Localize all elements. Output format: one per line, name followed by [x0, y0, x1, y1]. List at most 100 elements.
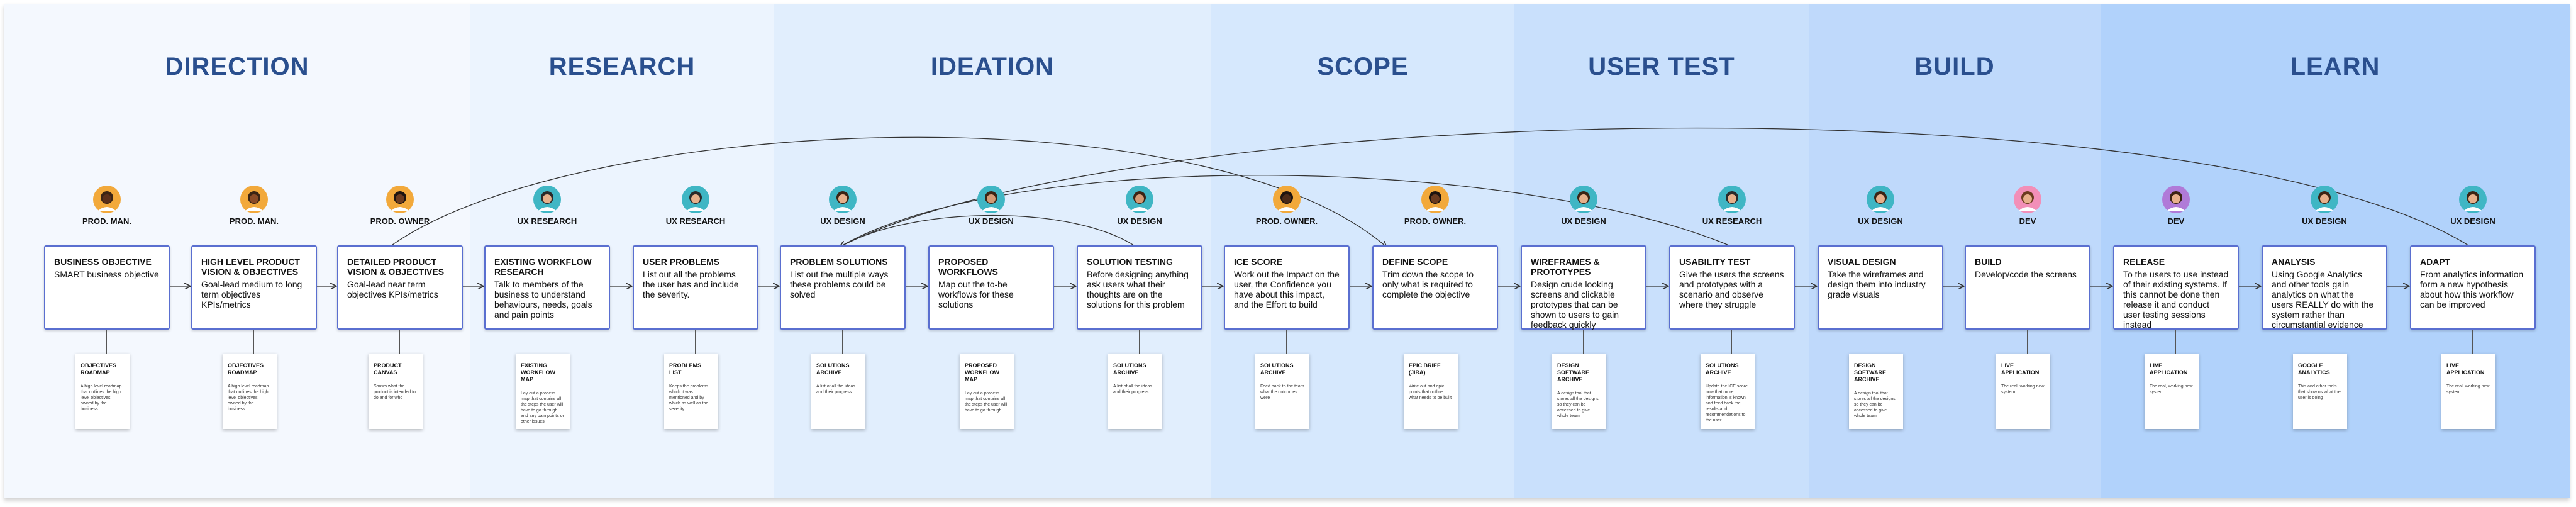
step-title: PROPOSED WORKFLOWS — [938, 257, 998, 277]
avatar-teal-woman-icon — [533, 186, 561, 213]
artifact-title: Product canvas — [374, 362, 402, 376]
role-label: UX DESIGN — [969, 216, 1014, 226]
step-card[interactable]: ANALYSIS Using Google Analytics and othe… — [2262, 245, 2387, 330]
artifact-connector — [399, 330, 400, 354]
artifact-connector — [1139, 330, 1140, 354]
artifact-connector — [2027, 330, 2028, 354]
avatar-orange-curly2-icon — [1273, 186, 1301, 213]
step-card[interactable]: DEFINE SCOPE Trim down the scope to only… — [1372, 245, 1498, 330]
role-label: UX DESIGN — [2302, 216, 2347, 226]
artifact-card[interactable]: LIVE APPLICATION The real, working new s… — [2441, 354, 2496, 429]
step-title: DETAILED PRODUCT VISION & OBJECTIVES — [347, 257, 445, 277]
step-description: Using Google Analytics and other tools g… — [2272, 269, 2374, 330]
artifact-card[interactable]: Objectives Roadmap A high level roadmap … — [75, 354, 130, 429]
artifact-card[interactable]: PROPOSED WORKFLOW MAP Lay out a process … — [960, 354, 1014, 429]
artifact-description: Feed back to the team what the outcomes … — [1260, 384, 1304, 400]
artifact-title: LIVE APPLICATION — [2001, 362, 2040, 376]
artifact-title: Objectives Roadmap — [80, 362, 117, 376]
artifact-title: SOLUTIONS ARCHIVE — [1260, 362, 1294, 376]
step-description: Map out the to-be workflows for these so… — [938, 279, 1014, 309]
step-card[interactable]: EXISTING WORKFLOW RESEARCH Talk to membe… — [484, 245, 610, 330]
role-label: UX DESIGN — [1858, 216, 1903, 226]
step-title: ANALYSIS — [2272, 257, 2316, 267]
step-column-12: UX RESEARCH USABILITY TEST Give the user… — [1669, 4, 1795, 498]
step-description: SMART business objective — [54, 269, 159, 279]
step-title: USABILITY TEST — [1679, 257, 1751, 267]
step-column-5: UX RESEARCH USER PROBLEMS List out all t… — [633, 4, 758, 498]
step-description: Work out the Impact on the user, the Con… — [1234, 269, 1340, 309]
step-column-6: UX DESIGN PROBLEM SOLUTIONS List out the… — [780, 4, 906, 498]
step-card[interactable]: VISUAL DESIGN Take the wireframes and de… — [1818, 245, 1943, 330]
role-label: PROD. MAN. — [230, 216, 279, 226]
step-title: ADAPT — [2420, 257, 2451, 267]
artifact-card[interactable]: LIVE APPLICATION The real, working new s… — [1996, 354, 2050, 429]
step-card[interactable]: ADAPT From analytics information form a … — [2410, 245, 2536, 330]
role-label: PROD. OWNER — [370, 216, 430, 226]
step-description: Goal-lead near term objectives KPIs/metr… — [347, 279, 438, 299]
avatar-teal-man-icon — [829, 186, 857, 213]
artifact-title: DESIGN SOFTWARE ARCHIVE — [1854, 362, 1886, 382]
role-label: DEV — [2167, 216, 2185, 226]
artifact-card[interactable]: DESIGN SOFTWARE ARCHIVE A design tool th… — [1552, 354, 1606, 429]
step-title: EXISTING WORKFLOW RESEARCH — [494, 257, 592, 277]
step-card[interactable]: BUSINESS OBJECTIVE SMART business object… — [44, 245, 170, 330]
step-description: Goal-lead medium to long term objectives… — [201, 279, 303, 309]
step-card[interactable]: PROPOSED WORKFLOWS Map out the to-be wor… — [928, 245, 1054, 330]
role-label: PROD. MAN. — [82, 216, 131, 226]
step-description: Give the users the screens and prototype… — [1679, 269, 1784, 309]
artifact-card[interactable]: SOLUTIONS ARCHIVE A list of all the idea… — [1108, 354, 1162, 429]
artifact-card[interactable]: PROBLEMS LIST Keeps the problems which i… — [664, 354, 718, 429]
step-description: Develop/code the screens — [1975, 269, 2077, 279]
artifact-card[interactable]: SOLUTIONS ARCHIVE Update the ICE score n… — [1701, 354, 1755, 429]
step-card[interactable]: USER PROBLEMS List out all the problems … — [633, 245, 758, 330]
role-label: UX RESEARCH — [517, 216, 577, 226]
artifact-title: EPIC BRIEF (JIRA) — [1409, 362, 1441, 376]
step-column-11: UX DESIGN WIREFRAMES & PROTOTYPES Design… — [1521, 4, 1646, 498]
artifact-description: Lay out a process map that contains all … — [965, 391, 1008, 413]
artifact-description: Update the ICE score now that more infor… — [1706, 384, 1748, 423]
step-description: To the users to use instead of their exi… — [2123, 269, 2229, 330]
artifact-card[interactable]: SOLUTIONS ARCHIVE Feed back to the team … — [1255, 354, 1309, 429]
role-label: PROD. OWNER. — [1255, 216, 1318, 226]
artifact-connector — [106, 330, 107, 354]
step-card[interactable]: HIGH LEVEL PRODUCT VISION & OBJECTIVES G… — [191, 245, 317, 330]
artifact-title: LIVE APPLICATION — [2446, 362, 2485, 376]
step-column-4: UX RESEARCH EXISTING WORKFLOW RESEARCH T… — [484, 4, 610, 498]
step-title: HIGH LEVEL PRODUCT VISION & OBJECTIVES — [201, 257, 300, 277]
step-card[interactable]: SOLUTION TESTING Before designing anythi… — [1077, 245, 1202, 330]
artifact-card[interactable]: GOOGLE ANALYTICS This and other tools th… — [2293, 354, 2347, 429]
step-title: PROBLEM SOLUTIONS — [790, 257, 888, 267]
role-label: UX RESEARCH — [1702, 216, 1762, 226]
step-column-16: UX DESIGN ANALYSIS Using Google Analytic… — [2262, 4, 2387, 498]
step-column-7: UX DESIGN PROPOSED WORKFLOWS Map out the… — [928, 4, 1054, 498]
artifact-card[interactable]: LIVE APPLICATION The real, working new s… — [2145, 354, 2199, 429]
artifact-card[interactable]: SOLUTIONS ARCHIVE A list of all the idea… — [811, 354, 865, 429]
artifact-card[interactable]: Objectives Roadmap A high level roadmap … — [223, 354, 277, 429]
avatar-teal-woman-icon — [682, 186, 709, 213]
step-card[interactable]: BUILD Develop/code the screens — [1965, 245, 2090, 330]
artifact-description: A list of all the ideas and their progre… — [816, 384, 855, 394]
artifact-card[interactable]: DESIGN SOFTWARE ARCHIVE A design tool th… — [1849, 354, 1903, 429]
artifact-description: Lay out a process map that contains all … — [521, 391, 564, 424]
step-title: BUILD — [1975, 257, 2002, 267]
step-title: DEFINE SCOPE — [1382, 257, 1448, 267]
step-card[interactable]: WIREFRAMES & PROTOTYPES Design crude loo… — [1521, 245, 1646, 330]
step-column-8: UX DESIGN SOLUTION TESTING Before design… — [1077, 4, 1202, 498]
phase-title-scope: SCOPE — [1317, 53, 1409, 81]
step-card[interactable]: USABILITY TEST Give the users the screen… — [1669, 245, 1795, 330]
step-card[interactable]: RELEASE To the users to use instead of t… — [2113, 245, 2239, 330]
artifact-card[interactable]: EPIC BRIEF (JIRA) Write out and epic poi… — [1404, 354, 1458, 429]
artifact-connector — [842, 330, 843, 354]
artifact-connector — [253, 330, 254, 354]
artifact-description: A high level roadmap that outlines the h… — [80, 384, 122, 411]
step-card[interactable]: ICE SCORE Work out the Impact on the use… — [1224, 245, 1350, 330]
loop-arc-solution-testing-to-problem-solutions — [840, 214, 1136, 247]
artifact-description: The real, working new system — [2001, 384, 2045, 394]
step-card[interactable]: PROBLEM SOLUTIONS List out the multiple … — [780, 245, 906, 330]
artifact-title: DESIGN SOFTWARE ARCHIVE — [1557, 362, 1589, 382]
artifact-card[interactable]: EXISTING WORKFLOW MAP Lay out a process … — [516, 354, 570, 429]
artifact-description: A design tool that stores all the design… — [1854, 391, 1896, 418]
step-card[interactable]: DETAILED PRODUCT VISION & OBJECTIVES Goa… — [337, 245, 463, 330]
artifact-card[interactable]: Product canvas Shows what the product is… — [369, 354, 423, 429]
step-title: SOLUTION TESTING — [1087, 257, 1173, 267]
